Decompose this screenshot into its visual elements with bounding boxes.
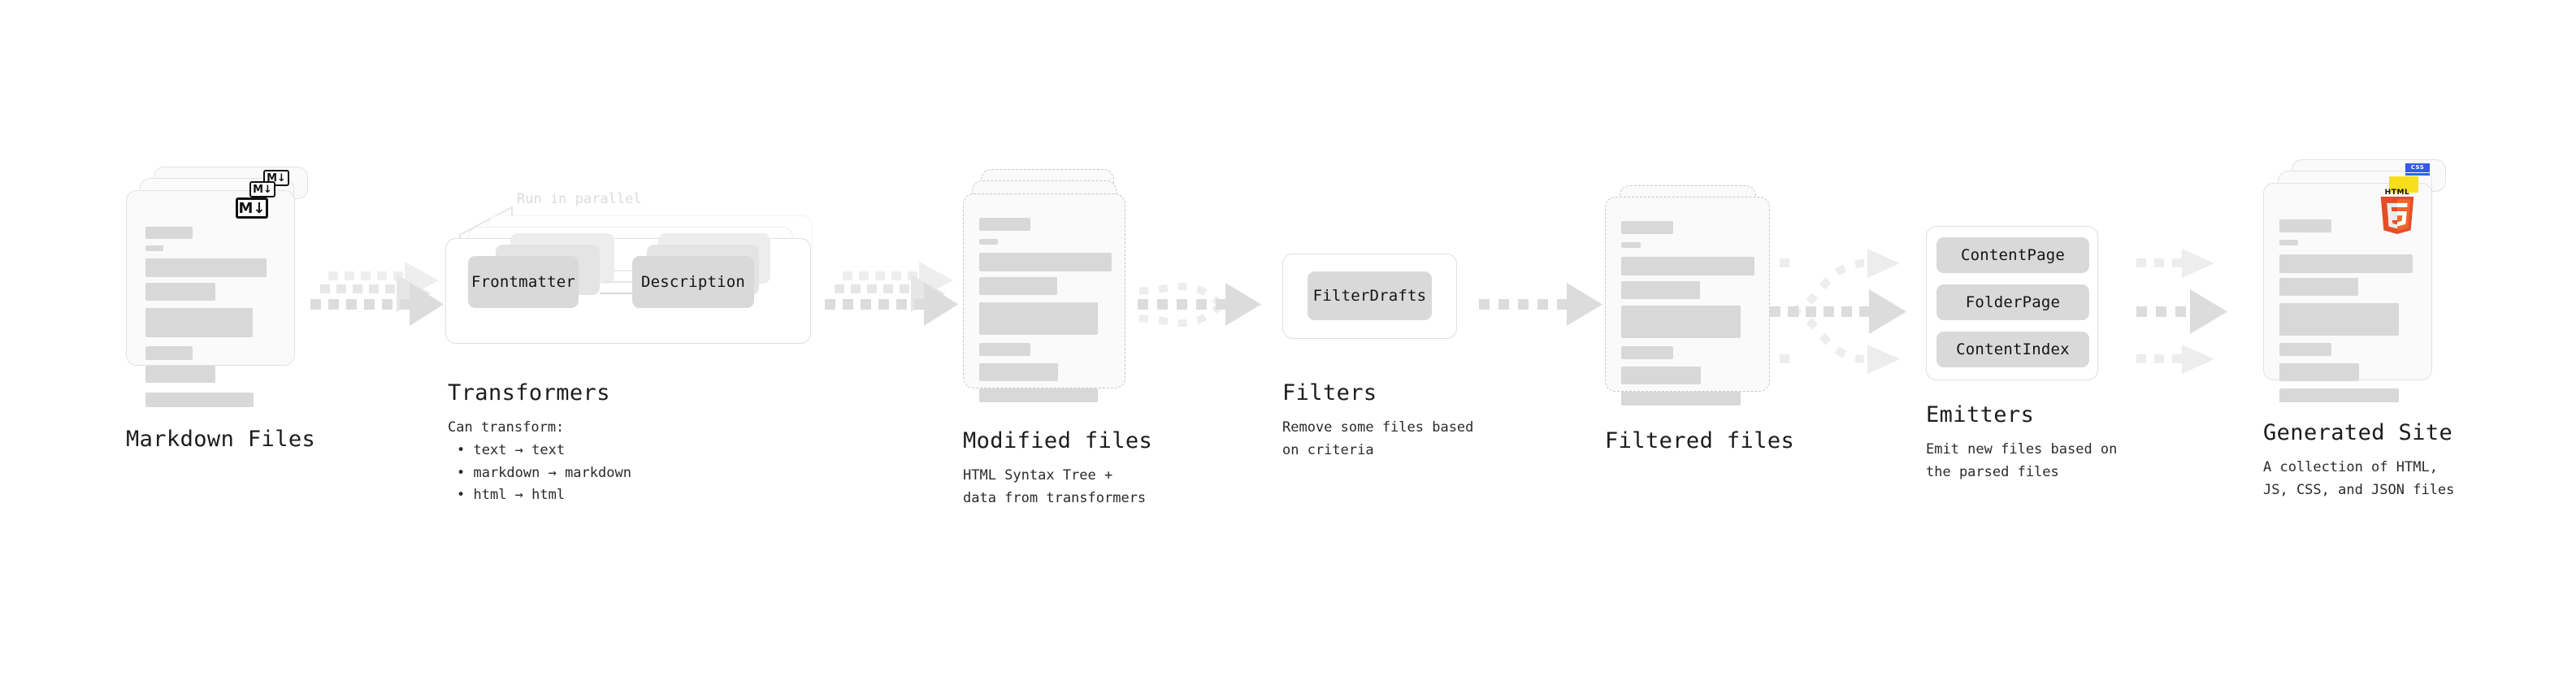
skeleton-bar xyxy=(145,393,254,407)
skeleton-bar xyxy=(2279,303,2399,336)
markdown-icon-back-1: M↓ xyxy=(249,181,275,197)
skeleton-bar xyxy=(979,277,1057,295)
transformer-chip-frontmatter[interactable]: Frontmatter xyxy=(468,256,579,308)
skeleton-bar xyxy=(1621,306,1741,338)
modified-files-description: HTML Syntax Tree + data from transformer… xyxy=(963,467,1147,506)
skeleton-bar xyxy=(145,308,253,337)
skeleton-bar xyxy=(1621,242,1641,248)
markdown-icon-letter: M xyxy=(267,171,278,184)
skeleton-bar xyxy=(979,363,1058,381)
skeleton-bar xyxy=(1621,257,1754,275)
list-item: • text → text xyxy=(457,442,566,458)
transformers-title: Transformers xyxy=(448,380,610,406)
skeleton-bar xyxy=(2279,388,2399,402)
skeleton-bar xyxy=(145,283,215,301)
emitters-title: Emitters xyxy=(1926,402,2035,427)
skeleton-bar xyxy=(979,218,1030,231)
filtered-files-stack xyxy=(1605,185,1792,421)
connector-modified-to-filters xyxy=(1138,283,1261,327)
list-item: • html → html xyxy=(457,487,566,504)
filter-chip-label: FilterDrafts xyxy=(1312,287,1427,305)
connector-filters-to-filtered xyxy=(1479,283,1602,326)
skeleton-bar xyxy=(979,253,1112,271)
skeleton-bar xyxy=(2279,240,2298,245)
transformer-chip-label: Frontmatter xyxy=(471,273,576,291)
markdown-sheet-front xyxy=(126,190,295,366)
skeleton-bar xyxy=(1621,221,1673,234)
connector-markdown-to-transformers xyxy=(310,262,444,326)
emitter-chip-label: ContentIndex xyxy=(1956,340,2070,358)
connector-transformers-to-modified xyxy=(825,262,958,326)
markdown-files-title: Markdown Files xyxy=(126,427,316,452)
skeleton-bar xyxy=(979,239,998,245)
skeleton-bar xyxy=(2279,278,2358,296)
skeleton-bar xyxy=(145,366,215,383)
emitter-chip-label: FolderPage xyxy=(1965,293,2061,311)
skeleton-bar xyxy=(1621,392,1741,406)
generated-site-description: A collection of HTML, JS, CSS, and JSON … xyxy=(2263,459,2455,498)
skeleton-bar xyxy=(979,302,1098,335)
emitters-description: Emit new files based on the parsed files xyxy=(1926,441,2118,480)
skeleton-bar xyxy=(979,343,1030,356)
skeleton-bar xyxy=(145,258,267,277)
css3-icon: CSS xyxy=(2405,163,2430,176)
transformer-chip-label: Description xyxy=(640,273,746,291)
connector-filtered-to-emitters xyxy=(1770,249,1906,374)
markdown-files-stack: M↓ M↓ M↓ xyxy=(126,167,313,410)
transformer-chip-description[interactable]: Description xyxy=(632,256,754,308)
js-icon xyxy=(2389,176,2418,193)
filters-description: Remove some files based on criteria xyxy=(1282,419,1474,458)
markdown-icon: M↓ xyxy=(236,197,268,219)
list-item: • markdown → markdown xyxy=(457,464,631,481)
skeleton-bar xyxy=(979,388,1098,402)
html5-icon: HTML xyxy=(2377,189,2418,234)
modified-files-stack xyxy=(963,169,1150,413)
skeleton-bar xyxy=(145,227,193,239)
skeleton-bar xyxy=(145,346,193,360)
skeleton-bar xyxy=(1621,367,1701,384)
skeleton-bar xyxy=(145,245,163,251)
skeleton-bar xyxy=(1621,281,1700,299)
skeleton-bar xyxy=(2279,343,2331,356)
emitter-chip-folderpage[interactable]: FolderPage xyxy=(1936,284,2089,320)
skeleton-bar xyxy=(2279,254,2413,273)
emitter-chip-contentindex[interactable]: ContentIndex xyxy=(1936,332,2089,367)
skeleton-bar xyxy=(2279,219,2331,232)
filters-group: FilterDrafts xyxy=(1282,254,1461,343)
transformers-description: Can transform: xyxy=(448,419,565,436)
emitter-chip-label: ContentPage xyxy=(1960,246,2066,264)
skeleton-bar xyxy=(2279,363,2359,381)
emitter-chip-contentpage[interactable]: ContentPage xyxy=(1936,237,2089,273)
generated-site-stack: CSS HTML xyxy=(2263,159,2458,419)
run-in-parallel-label: Run in parallel xyxy=(517,191,642,207)
filters-title: Filters xyxy=(1282,380,1377,406)
filtered-files-title: Filtered files xyxy=(1605,428,1795,453)
transformers-bullet-list: • text → text • markdown → markdown • ht… xyxy=(457,440,631,507)
modified-files-title: Modified files xyxy=(963,428,1153,453)
transformers-group: Run in parallel Frontmatter Descrip xyxy=(445,191,827,370)
emitters-group: ContentPage FolderPage ContentIndex xyxy=(1926,226,2113,388)
filter-chip-filterdrafts[interactable]: FilterDrafts xyxy=(1308,271,1432,320)
skeleton-bar xyxy=(1621,346,1673,359)
generated-site-title: Generated Site xyxy=(2263,420,2453,445)
